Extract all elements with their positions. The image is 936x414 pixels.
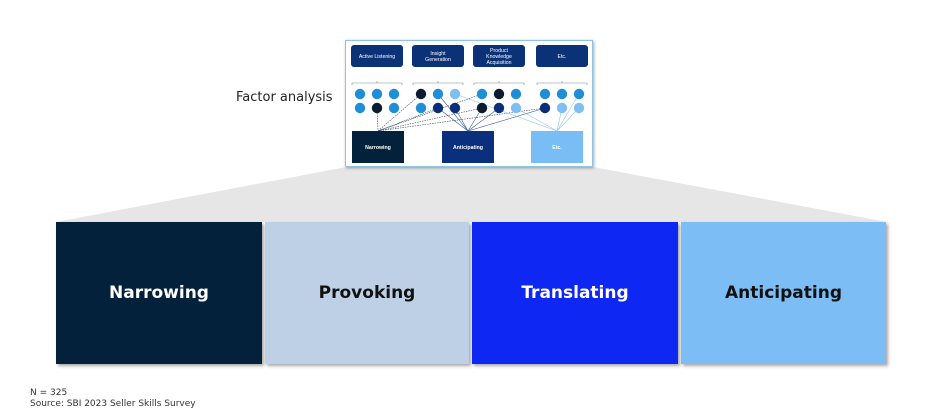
item-dot [556,102,568,114]
card-label: Provoking [318,283,416,303]
item-dot [556,88,568,100]
skill-header-label: Knowledge [486,54,512,60]
skill-header-label: Etc. [558,54,567,60]
bracket [473,81,525,85]
skill-header-label: Product [490,48,508,54]
connector-line [437,107,469,132]
card-narrowing: Narrowing [56,222,262,364]
item-dot [388,88,400,100]
skill-cards: Narrowing Provoking Translating Anticipa… [56,222,887,364]
factor-analysis-label: Factor analysis [236,90,333,105]
connector-line [556,107,580,132]
item-dot [493,102,505,114]
item-dot [415,102,427,114]
connector-line [377,107,439,132]
connector-line [377,93,483,132]
factor-label: Anticipating [453,145,483,151]
factor-box [531,131,583,163]
item-dot [510,88,522,100]
skill-header-box [473,45,525,67]
item-dot [539,88,551,100]
connector-line [467,107,546,132]
factor-box [352,131,404,163]
factor-label: Etc. [552,145,562,151]
skill-header-label: Insight [430,51,446,57]
item-dot [476,102,488,114]
bracket [412,81,464,85]
skill-header-box [536,45,588,67]
connector-line [515,107,558,132]
item-dot [371,88,383,100]
card-anticipating: Anticipating [681,222,886,364]
item-dot [510,102,522,114]
card-label: Translating [521,283,629,303]
item-dot [493,88,505,100]
footnote: N = 325 Source: SBI 2023 Seller Skills S… [30,388,196,410]
item-dot [354,102,366,114]
card-translating: Translating [472,222,678,364]
item-dot [449,88,461,100]
bracket [536,81,588,85]
item-dot [371,102,383,114]
item-dot [449,102,461,114]
sample-size: N = 325 [30,388,68,398]
item-dot [573,88,585,100]
item-dot [573,102,585,114]
factor-box [442,131,494,163]
card-label: Narrowing [109,283,209,303]
factor-label: Narrowing [365,145,391,151]
item-dot [476,88,488,100]
item-dot [432,102,444,114]
skill-header-label: Active Listening [359,54,395,60]
item-dot [388,102,400,114]
connector-line [467,107,500,132]
connector-line [454,93,558,132]
item-dot [432,88,444,100]
item-dot [415,88,427,100]
card-provoking: Provoking [265,222,469,364]
item-dot [539,102,551,114]
bracket [351,81,403,85]
item-dot [354,88,366,100]
connector-line [377,93,422,132]
connector-line [377,107,483,132]
connector-line [556,93,580,132]
card-label: Anticipating [725,283,842,303]
skill-header-box [412,45,464,67]
skill-header-label: Generation [425,57,451,63]
skill-header-box [351,45,403,67]
source-note: Source: SBI 2023 Seller Skills Survey [30,399,196,409]
skill-header-label: Acquisition [486,60,511,66]
